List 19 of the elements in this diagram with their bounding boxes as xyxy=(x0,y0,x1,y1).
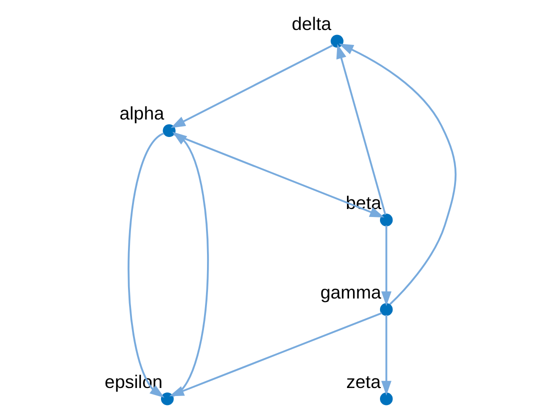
arrow xyxy=(170,44,333,128)
node-label: gamma xyxy=(320,282,381,303)
node-circle xyxy=(379,214,392,226)
node-label: epsilon xyxy=(104,370,162,392)
node-circle xyxy=(379,392,392,406)
node-circle xyxy=(379,303,392,316)
arrow xyxy=(168,312,382,396)
node-label: delta xyxy=(291,13,331,34)
arrow xyxy=(380,314,391,396)
arrow xyxy=(380,226,391,306)
node-circle xyxy=(162,124,176,137)
arrow xyxy=(338,44,456,305)
node-circle xyxy=(330,34,343,48)
node-label: zeta xyxy=(346,370,380,392)
arrow xyxy=(172,133,384,218)
node-circle xyxy=(160,392,174,406)
arrow xyxy=(336,44,386,215)
node-label: alpha xyxy=(118,102,164,124)
arrow xyxy=(127,132,164,398)
